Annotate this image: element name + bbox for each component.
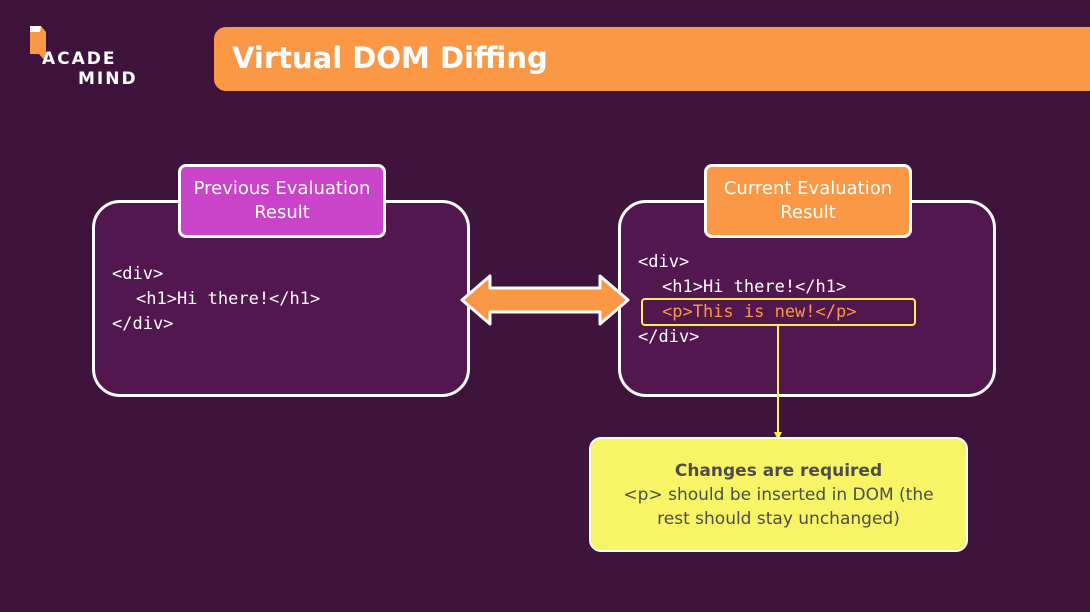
code-line: <div> [112, 264, 164, 284]
callout-title: Changes are required [674, 460, 883, 481]
new-code-line: <p>This is new!</p> [662, 302, 857, 322]
code-line: </div> [112, 314, 174, 334]
current-result-label: Current Evaluation Result [704, 164, 912, 238]
title-bar: Virtual DOM Diffing [214, 27, 1090, 91]
current-code-block: <div> <h1>Hi there!</h1> <p>This is new!</… [638, 250, 856, 350]
logo-text-line1: ACADE [42, 49, 117, 69]
code-line: <h1>Hi there!</h1> [136, 289, 321, 309]
code-line: <div> [638, 252, 690, 272]
page-title: Virtual DOM Diffing [232, 41, 548, 75]
logo-mark-icon [30, 26, 46, 62]
changes-callout: Changes are required <p> should be inser… [589, 437, 968, 552]
connector-arrow-icon [774, 326, 782, 440]
callout-body: <p> should be inserted in DOM (the rest … [623, 484, 934, 529]
logo-text-line2: MIND [78, 69, 138, 89]
academind-logo: ACADE MIND [28, 24, 148, 89]
compare-double-arrow-icon [460, 274, 630, 326]
previous-result-label: Previous Evaluation Result [178, 164, 386, 238]
new-element-highlight [641, 298, 916, 326]
previous-code-block: <div> <h1>Hi there!</h1> </div> [112, 262, 320, 337]
code-line: </div> [638, 327, 700, 347]
code-line: <h1>Hi there!</h1> [662, 277, 847, 297]
